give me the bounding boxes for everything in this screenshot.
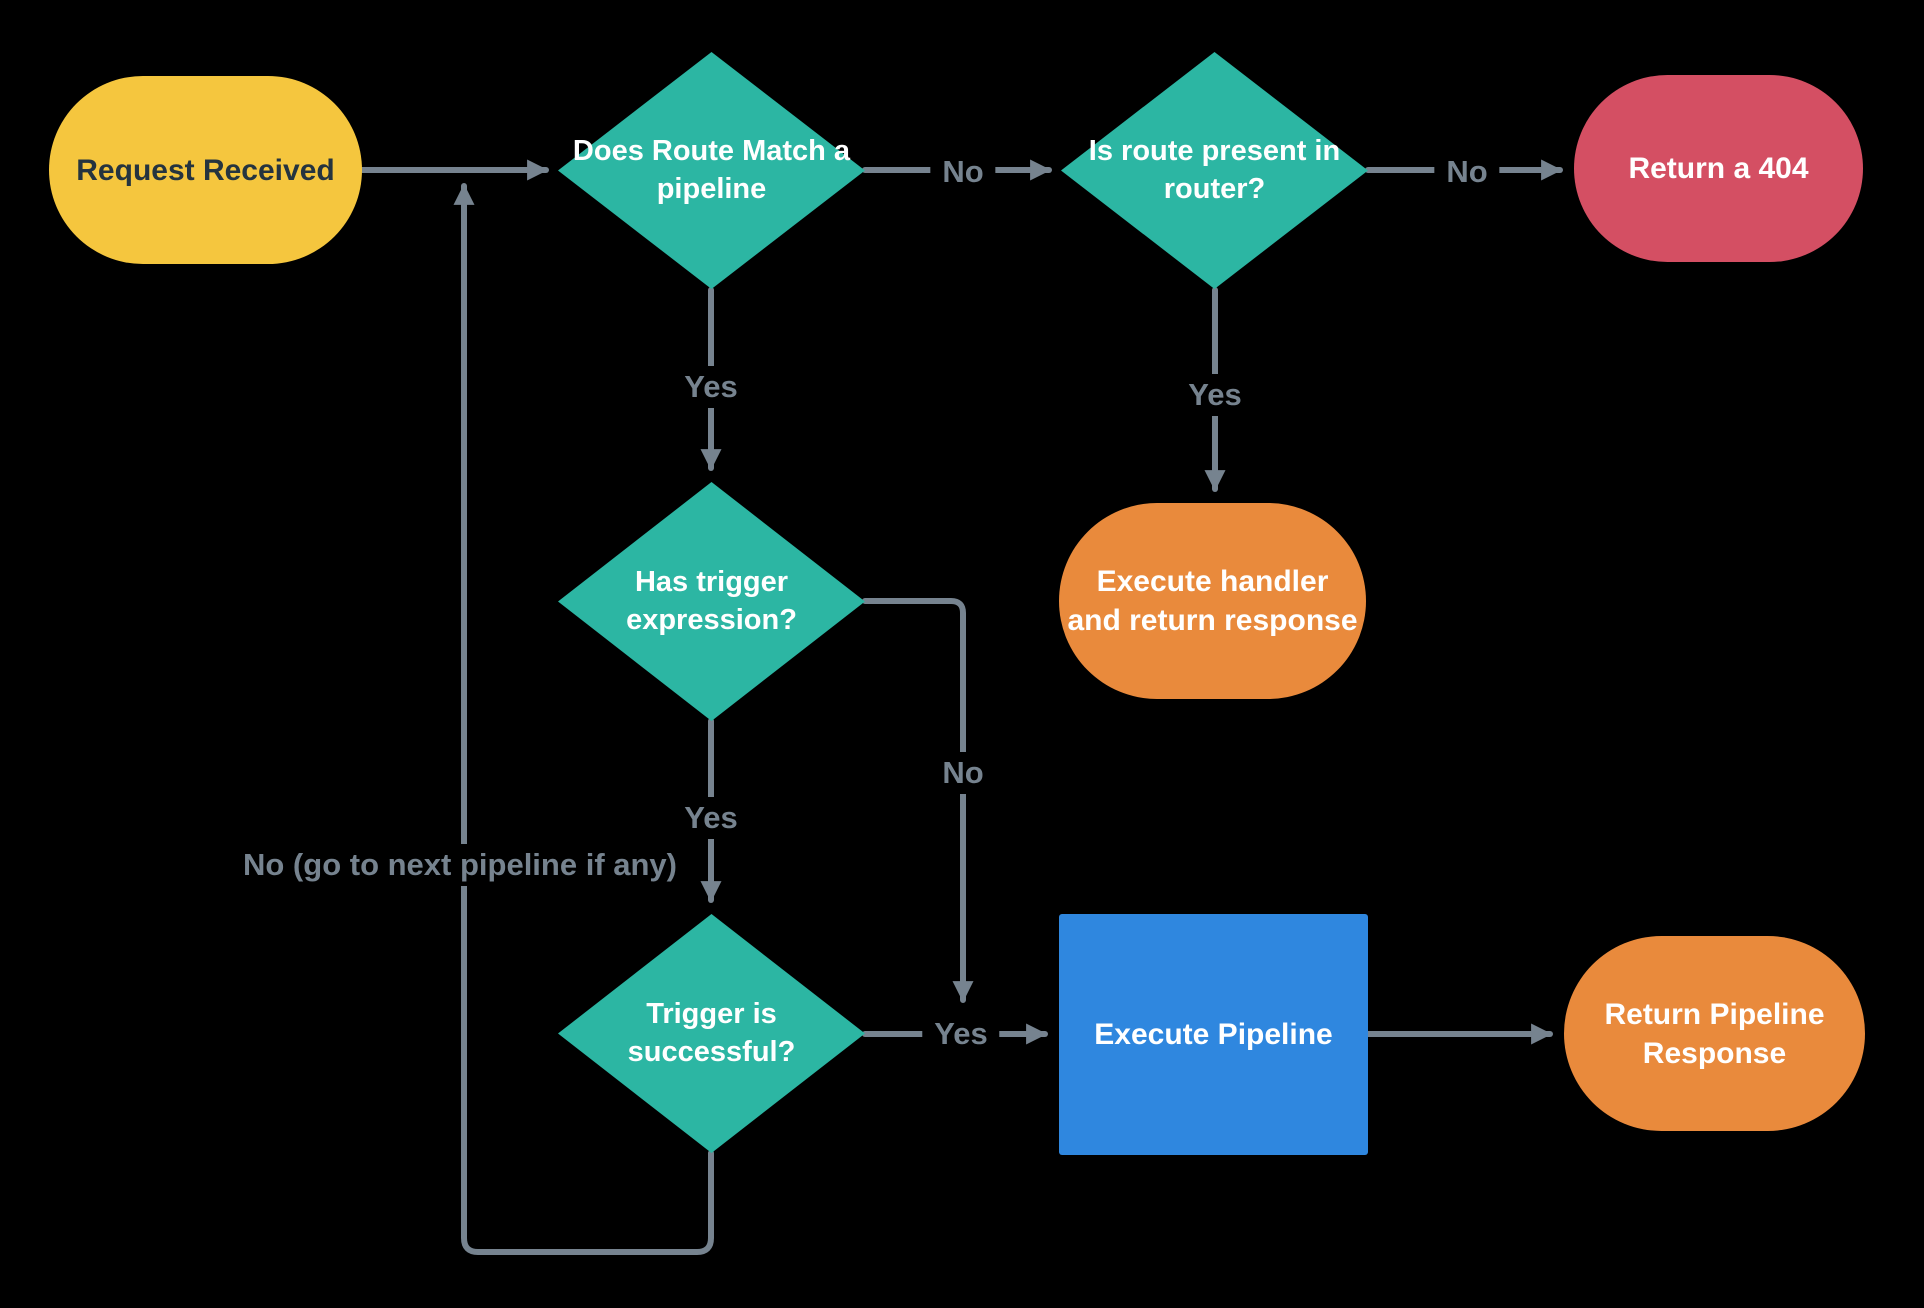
edge-label-trigger-successful-yes: Yes — [922, 1013, 1000, 1055]
edge-label-route-present-yes: Yes — [1176, 374, 1254, 416]
node-return-404: Return a 404 — [1574, 75, 1863, 262]
node-route-present-label: Is route present in router? — [1088, 134, 1341, 205]
node-route-present: Is route present in router? — [1061, 52, 1368, 289]
edge-label-trigger-loop-no: No (go to next pipeline if any) — [231, 844, 689, 886]
node-trigger-successful: Trigger is successful? — [558, 914, 865, 1153]
edge-label-has-trigger-no: No — [930, 752, 996, 794]
edge-trigger-successful-loop — [453, 183, 714, 1255]
node-has-trigger: Has trigger expression? — [558, 482, 865, 721]
edge-has-trigger-no-to-execute-pipeline — [862, 598, 974, 1003]
edge-label-route-present-no: No — [1434, 151, 1500, 193]
node-execute-pipeline-label: Execute Pipeline — [1094, 1018, 1333, 1051]
node-return-pipeline-response-label: Return Pipeline Response — [1604, 997, 1825, 1070]
node-route-match-label: Does Route Match a pipeline — [572, 134, 851, 205]
node-execute-handler: Execute handler and return response — [1059, 503, 1366, 699]
node-route-match: Does Route Match a pipeline — [558, 52, 865, 289]
node-return-pipeline-response: Return Pipeline Response — [1564, 936, 1865, 1131]
node-has-trigger-label: Has trigger expression? — [626, 565, 797, 636]
node-return-404-label: Return a 404 — [1628, 152, 1809, 185]
node-execute-pipeline: Execute Pipeline — [1059, 914, 1368, 1155]
edge-label-route-match-yes: Yes — [672, 366, 750, 408]
node-request-received: Request Received — [49, 76, 362, 264]
node-trigger-successful-label: Trigger is successful? — [627, 997, 796, 1068]
node-request-received-label: Request Received — [76, 153, 335, 187]
edge-label-route-match-no: No — [930, 151, 996, 193]
edge-label-has-trigger-yes: Yes — [672, 797, 750, 839]
node-execute-handler-label: Execute handler and return response — [1067, 565, 1358, 637]
